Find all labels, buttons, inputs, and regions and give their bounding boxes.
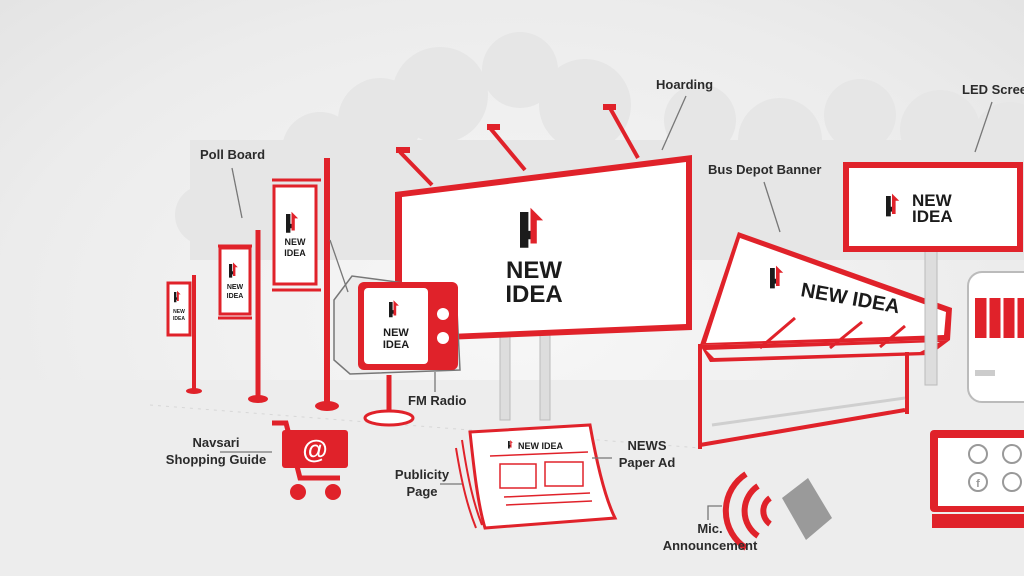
label-publicity-page: Publicity Page [388, 466, 456, 500]
svg-text:NEW: NEW [383, 327, 409, 339]
svg-text:IDEA: IDEA [173, 316, 185, 322]
label-bus-depot-banner: Bus Depot Banner [708, 162, 822, 177]
svg-text:NEW: NEW [285, 237, 307, 247]
hoarding-billboard: NEW IDEA [395, 104, 692, 421]
poll-board-large: NEW IDEA [272, 158, 339, 411]
fm-radio-tv: NEW IDEA [333, 275, 461, 427]
svg-text:NEW: NEW [506, 257, 562, 284]
svg-text:NEW: NEW [912, 191, 953, 210]
svg-text:NEW: NEW [227, 284, 244, 291]
poll-board-small: NEW IDEA [166, 275, 202, 394]
svg-text:IDEA: IDEA [227, 293, 244, 300]
label-navsari-line1: Navsari [192, 435, 240, 450]
led-screen: NEW IDEA [843, 162, 1023, 386]
label-news-line1: NEWS [627, 438, 667, 453]
bus [967, 271, 1024, 403]
facebook-icon [968, 472, 988, 492]
youtube-icon [1002, 444, 1022, 464]
label-mic-announcement: Mic. Announcement [652, 520, 768, 554]
bus-depot-shelter: NEW IDEA [698, 232, 952, 449]
at-sign-icon: @ [302, 434, 327, 464]
label-publicity-line2: Page [406, 484, 438, 499]
shopping-cart-icon: @ [272, 420, 348, 500]
svg-text:IDEA: IDEA [383, 339, 409, 351]
label-hoarding: Hoarding [656, 77, 714, 92]
laptop-social: f [930, 430, 1024, 528]
svg-text:IDEA: IDEA [505, 281, 562, 308]
newspaper-icon: NEW IDEA [455, 423, 618, 530]
svg-text:IDEA: IDEA [912, 207, 953, 226]
label-poll-board: Poll Board [200, 147, 266, 162]
svg-text:f: f [976, 478, 980, 490]
label-pointer-lines [220, 95, 993, 520]
label-mic-line2: Announcement [662, 538, 758, 553]
label-led-screen: LED Scree [962, 82, 1024, 97]
svg-text:NEW IDEA: NEW IDEA [518, 441, 564, 451]
label-mic-line1: Mic. [697, 521, 723, 536]
label-navsari-shopping-guide: Navsari Shopping Guide [158, 434, 274, 468]
poll-board-medium: NEW IDEA [218, 230, 268, 403]
label-navsari-line2: Shopping Guide [165, 452, 267, 467]
instagram-icon [1002, 472, 1022, 492]
svg-text:IDEA: IDEA [284, 248, 306, 258]
label-fm-radio: FM Radio [408, 393, 467, 408]
whatsapp-icon [968, 444, 988, 464]
label-publicity-line1: Publicity [394, 467, 450, 482]
svg-text:NEW: NEW [173, 309, 185, 315]
label-news-line2: Paper Ad [618, 455, 676, 470]
label-news-paper-ad: NEWS Paper Ad [610, 437, 684, 471]
megaphone-icon [722, 471, 832, 551]
